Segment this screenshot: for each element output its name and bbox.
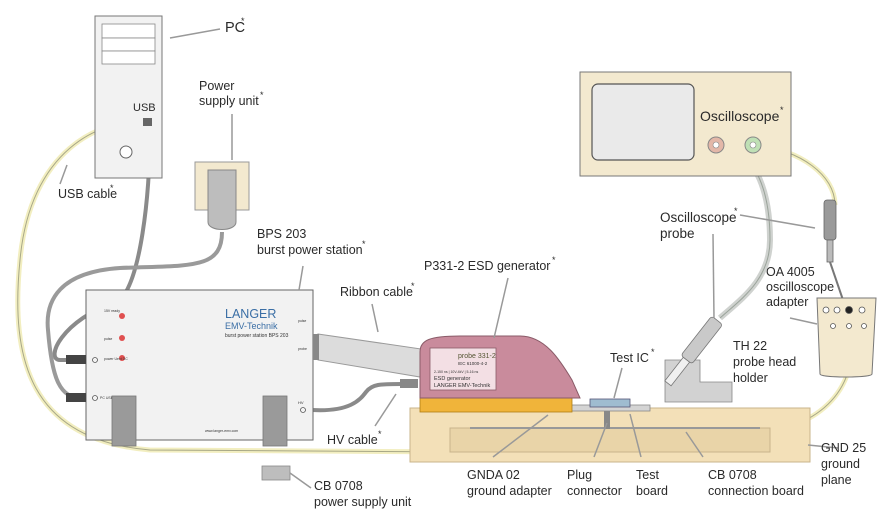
test-ic: [589, 398, 631, 408]
usb-cable-label: USB cable: [58, 187, 117, 201]
bps-label-line1: BPS 203: [257, 227, 306, 241]
cb-psu-label-line1: CB 0708: [314, 479, 363, 493]
port-pulse-label: pulse: [298, 319, 306, 323]
oa-4005-oscilloscope-adapter: [816, 297, 877, 378]
th22-label-line3: holder: [733, 371, 768, 385]
bps-203-device: LANGER EMV-Technik burst power station B…: [85, 289, 314, 447]
plug-connector: [604, 411, 610, 429]
ribbon-cable-asterisk: *: [411, 281, 415, 291]
test-board-label-line2: board: [636, 484, 668, 498]
ribbon-cable-label: Ribbon cable: [340, 285, 413, 299]
p331-asterisk: *: [552, 255, 556, 265]
usb-cable-asterisk: *: [110, 183, 114, 193]
ribbon-connector-icon: [313, 334, 319, 360]
oa-label-line1: OA 4005: [766, 265, 815, 279]
test-ic-asterisk: *: [651, 347, 655, 357]
test-board-label-line1: Test: [636, 468, 659, 482]
osc-probe-label-line2: probe: [660, 226, 695, 241]
port-hv-label: HV: [298, 400, 304, 405]
probe-label-plate: [429, 347, 497, 391]
power-port-icon: [92, 357, 98, 363]
led-pulse-label: pulse: [104, 337, 112, 341]
gnd25-label-line2: ground: [821, 457, 860, 471]
cb-psu-label-line2: power supply unit: [314, 495, 412, 509]
adapter-port2-icon: [833, 306, 841, 314]
led-power-label: power Uext DC: [104, 357, 128, 361]
gnd25-label-line3: plane: [821, 473, 852, 487]
test-ic-label: Test IC: [610, 351, 649, 365]
bps-asterisk: *: [362, 239, 366, 249]
gnd-25-ground-plane: [409, 407, 811, 463]
oa-probe-cable-probe: [823, 199, 844, 301]
hv-cable-label: HV cable: [327, 433, 378, 447]
bps-url: www.langer-emv.com: [205, 429, 238, 433]
gnda-label-line2: ground adapter: [467, 484, 552, 498]
oscilloscope-probe: [664, 316, 722, 387]
bps-brand: LANGER: [225, 307, 276, 321]
usb-port-label: USB: [133, 102, 156, 114]
plug-label-line1: Plug: [567, 468, 592, 482]
led-power-icon: [119, 355, 125, 361]
adapter-port7-icon: [861, 323, 867, 329]
adapter-port1-icon: [822, 306, 830, 314]
probe-device-type: ESD generator: [434, 376, 471, 382]
adapter-port5-icon: [830, 323, 836, 329]
gnd25-label-line1: GND 25: [821, 441, 866, 455]
power-supply-label-line1: Power: [199, 79, 234, 93]
th22-label-line1: TH 22: [733, 339, 767, 353]
pc-asterisk: *: [241, 16, 245, 26]
bps-foot-left: [111, 395, 137, 447]
bps-foot-right: [262, 395, 288, 447]
hv-cable: [311, 382, 403, 413]
power-supply-unit: [194, 161, 250, 230]
ribbon-cable: [317, 333, 429, 379]
bps-power-plug-icon: [66, 355, 86, 364]
probe-device-name: probe 331-2: [458, 353, 496, 360]
power-supply-cable: [45, 231, 224, 400]
bps-usb-plug-icon: [66, 393, 86, 402]
hv-cable-asterisk: *: [378, 429, 382, 439]
p331-2-esd-generator: probe 331-2 IEC 61000-4-2 2-150 ns | 10V…: [419, 335, 581, 399]
oa-label-line3: adapter: [766, 295, 808, 309]
gnda-02-adapter: [419, 397, 573, 413]
bps-label-line2: burst power station: [257, 243, 363, 257]
cb-conn-label-line2: connection board: [708, 484, 804, 498]
led-pulse-icon: [119, 335, 125, 341]
bps-brand-sub: EMV-Technik: [225, 321, 278, 331]
adapter-port3-icon: [845, 306, 853, 314]
port-usb-label: PC USB: [100, 396, 114, 400]
adapter-port4-icon: [858, 306, 866, 314]
usb-port-icon: [143, 118, 152, 126]
oscilloscope-screen: [591, 83, 695, 161]
usb-port-bps-icon: [92, 395, 98, 401]
hv-connector-icon: [400, 379, 418, 388]
th22-label-line2: probe head: [733, 355, 796, 369]
led-ready-icon: [119, 313, 125, 319]
cb-power-supply-plug: [261, 465, 291, 481]
probe-device-spec: 2-150 ns | 10V-4kV | 5-16 ns: [434, 370, 478, 374]
port-probe-label: probe: [298, 347, 307, 351]
probe-device-standard: IEC 61000-4-2: [458, 361, 488, 366]
osc-probe-label-line1: Oscilloscope: [660, 210, 737, 225]
pc-tower: USB: [94, 15, 163, 179]
pc-power-button-icon: [119, 145, 133, 159]
osc-probe-asterisk: *: [734, 206, 738, 216]
cb-conn-label-line1: CB 0708: [708, 468, 757, 482]
plug-label-line2: connector: [567, 484, 622, 498]
gnda-label-line1: GNDA 02: [467, 468, 520, 482]
led-ready-label: 15V ready: [104, 309, 120, 313]
power-supply-asterisk: *: [260, 90, 264, 100]
pc-label: PC: [225, 20, 245, 36]
oa-label-line2: oscilloscope: [766, 280, 834, 294]
oscilloscope-label: Oscilloscope: [700, 108, 780, 124]
adapter-port6-icon: [846, 323, 852, 329]
oscilloscope: [579, 71, 792, 177]
power-supply-label-line2: supply unit: [199, 94, 259, 108]
oscilloscope-asterisk: *: [780, 105, 784, 115]
hv-port-icon: [300, 407, 306, 413]
bps-model-text: burst power station BPS 203: [225, 333, 289, 339]
p331-label: P331-2 ESD generator: [424, 259, 550, 273]
probe-device-brand: LANGER EMV-Technik: [434, 383, 490, 389]
